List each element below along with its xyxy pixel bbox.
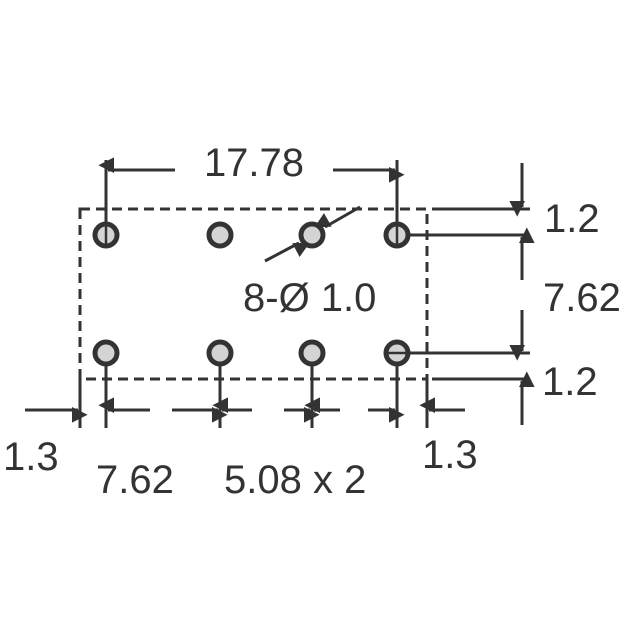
dim-right-offset: 1.3 xyxy=(422,433,478,477)
pin-hole xyxy=(206,221,234,249)
dim-hole-spec: 8-Ø 1.0 xyxy=(243,276,376,320)
pin-holes xyxy=(92,221,411,367)
dim-row-spacing: 7.62 xyxy=(543,276,621,320)
pin-hole xyxy=(298,221,326,249)
pin-hole xyxy=(298,339,326,367)
dim-top-offset: 1.2 xyxy=(544,197,600,241)
dim-bottom-offset: 1.2 xyxy=(542,360,598,404)
dim-pitch-total: 17.78 xyxy=(204,141,304,185)
dim-left-offset: 1.3 xyxy=(3,435,59,479)
dimension-arrows xyxy=(25,157,535,425)
pin-hole xyxy=(206,339,234,367)
pin-hole xyxy=(92,339,120,367)
relay-outline xyxy=(78,207,429,381)
dim-other-pitch: 5.08 x 2 xyxy=(224,458,366,502)
dim-first-pitch: 7.62 xyxy=(96,458,174,502)
